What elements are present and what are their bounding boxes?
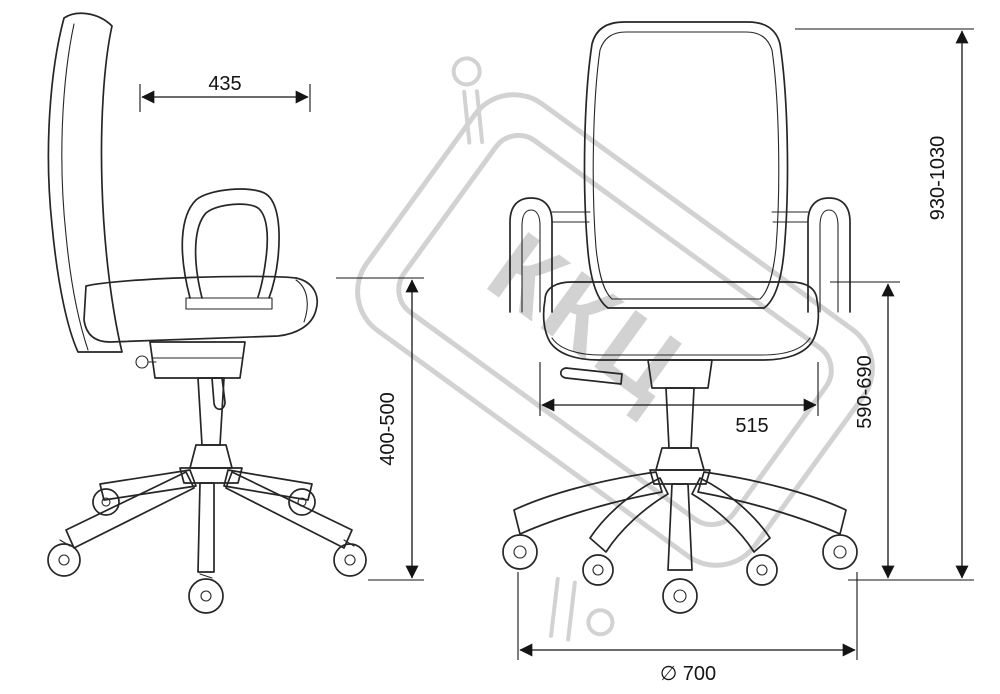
- caster-fork: [59, 539, 71, 547]
- dimension-label: 515: [735, 415, 768, 437]
- caster-fork: [199, 573, 213, 579]
- caster-hub: [673, 589, 687, 603]
- caster-wheel: [746, 554, 778, 586]
- caster-wheel: [822, 534, 858, 570]
- front-seat: [542, 281, 820, 361]
- side-adjust-knob: [135, 355, 149, 369]
- armrest-outer: [807, 197, 851, 313]
- front-base-leg: [691, 477, 771, 553]
- dimension-label: ∅ 700: [660, 663, 716, 685]
- caster-hub: [833, 545, 847, 559]
- armrest-link: [771, 211, 809, 223]
- watermark-string-line: [566, 580, 577, 642]
- front-base-leg: [513, 471, 663, 535]
- watermark-outer-tag: [355, 92, 875, 568]
- caster-wheel: [502, 534, 538, 570]
- caster-wheel: [582, 554, 614, 586]
- armrest-inner: [819, 209, 839, 313]
- dimension-label: 590-690: [854, 355, 876, 428]
- dimension-label: 400-500: [377, 392, 399, 465]
- side-backrest-seam: [61, 23, 89, 351]
- side-seat-front-seam: [295, 279, 308, 323]
- watermark-inner-tag: [396, 132, 834, 528]
- side-armrest-outer: [181, 188, 280, 299]
- armrest-outer: [509, 197, 553, 313]
- front-mechanism: [647, 359, 713, 389]
- dimension-base-diameter: ∅ 700: [517, 572, 858, 685]
- front-view-drawing: [502, 21, 858, 614]
- caster-hub: [101, 497, 111, 507]
- side-base-hub: [179, 467, 243, 484]
- caster-hub: [344, 554, 356, 566]
- front-lever: [559, 367, 623, 385]
- side-mechanism: [149, 341, 246, 379]
- front-base-leg: [667, 483, 693, 571]
- caster-wheel: [288, 488, 316, 516]
- caster-hub: [756, 564, 768, 576]
- dimension-label: 930-1030: [927, 136, 949, 221]
- front-casters: [502, 534, 858, 614]
- side-armrest-inner: [194, 203, 269, 299]
- dimension-seat-width: 515: [539, 362, 819, 437]
- dimension-side-top-width: 435: [139, 73, 311, 112]
- side-backrest: [47, 12, 123, 353]
- watermark-small-circle: [586, 608, 615, 637]
- caster-hub: [297, 497, 307, 507]
- caster-hub: [513, 545, 527, 559]
- watermark-string-line: [474, 89, 485, 144]
- side-lever: [211, 377, 226, 411]
- side-gas-lift-cone: [189, 444, 233, 469]
- armrest-inner: [521, 209, 541, 313]
- watermark-string-line: [549, 576, 560, 638]
- watermark-hole-circle: [451, 56, 482, 87]
- side-base-leg: [65, 471, 195, 549]
- front-base-leg: [589, 477, 669, 553]
- armrest-link: [551, 211, 591, 223]
- caster-hub: [200, 590, 212, 602]
- front-base-hub: [649, 469, 711, 485]
- caster-hub: [592, 564, 604, 576]
- caster-wheel: [47, 543, 81, 577]
- caster-wheel: [333, 543, 367, 577]
- side-base-leg: [99, 469, 197, 501]
- dimension-overall-height-range: 930-1030: [795, 28, 974, 581]
- watermark: ККЦ: [355, 56, 875, 642]
- side-armrest-bracket: [185, 297, 273, 310]
- dimension-seat-height-range: 400-500: [336, 277, 424, 581]
- front-gas-lift-cone: [655, 447, 705, 471]
- caster-wheel: [92, 488, 120, 516]
- caster-fork: [343, 539, 355, 547]
- front-base-leg: [697, 471, 847, 535]
- front-armrest-right: [771, 197, 851, 313]
- front-backrest-seam: [592, 31, 780, 300]
- front-backrest: [583, 21, 789, 309]
- side-base-leg: [225, 471, 353, 549]
- watermark-string-line: [462, 89, 472, 145]
- front-armrest-left: [509, 197, 591, 313]
- front-gas-lift: [665, 387, 695, 449]
- side-seat: [83, 275, 318, 343]
- side-base-leg: [197, 482, 215, 573]
- caster-wheel: [662, 578, 698, 614]
- caster-wheel: [188, 578, 224, 614]
- side-gas-lift: [197, 377, 225, 446]
- front-seat-seam: [551, 337, 811, 356]
- side-casters: [47, 488, 367, 614]
- side-base-leg: [223, 469, 313, 501]
- caster-hub: [58, 554, 70, 566]
- dimension-label: 435: [208, 73, 241, 95]
- side-view-drawing: [47, 12, 367, 614]
- dimension-seat-top-height-range: 590-690: [830, 281, 900, 579]
